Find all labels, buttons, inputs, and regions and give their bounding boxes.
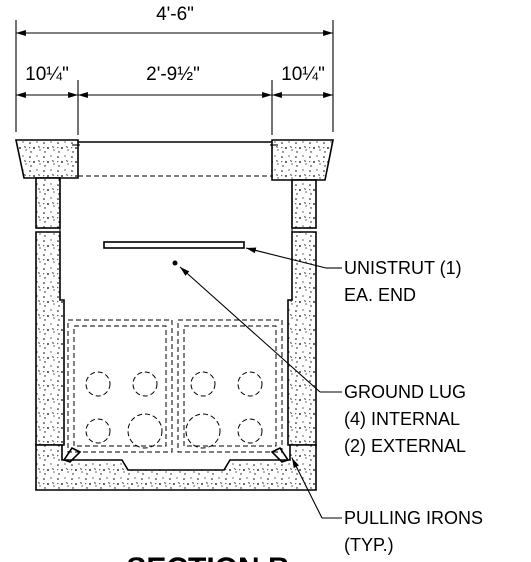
dimension-segments: 10¼" 2'-9½" 10¼" <box>15 64 333 135</box>
lower-wall-right <box>287 231 317 446</box>
inside-width-label: 2'-9½" <box>146 64 200 85</box>
lid-frame-right <box>271 139 334 181</box>
knockout-left <box>67 319 173 453</box>
vault-section <box>15 139 334 491</box>
overall-width-label: 4'-6" <box>156 4 194 25</box>
section-title: SECTION B <box>126 552 289 562</box>
pulling-irons-callout-1: PULLING IRONS <box>344 508 483 528</box>
right-wall-label: 10¼" <box>281 64 325 85</box>
upper-wall-right <box>291 179 317 229</box>
unistrut <box>103 241 245 249</box>
lid-frame-left <box>15 139 79 179</box>
duct-openings <box>85 371 263 449</box>
ground-lug-callout-3: (2) EXTERNAL <box>344 436 466 456</box>
upper-wall-left <box>35 177 61 229</box>
leaders <box>179 247 342 519</box>
ground-lug-callout-1: GROUND LUG <box>344 382 466 402</box>
knockout-right <box>177 319 283 453</box>
unistrut-callout-2: EA. END <box>344 285 416 305</box>
unistrut-callout-1: UNISTRUT (1) <box>344 258 462 278</box>
pulling-irons-callout-2: (TYP.) <box>344 535 394 555</box>
dimension-overall: 4'-6" <box>15 4 334 132</box>
lower-wall-left <box>35 231 65 446</box>
pulling-iron-right <box>270 446 290 463</box>
floor-slab <box>35 444 317 491</box>
ground-lug <box>172 260 178 266</box>
left-wall-label: 10¼" <box>25 64 69 85</box>
ground-lug-callout-2: (4) INTERNAL <box>344 409 460 429</box>
